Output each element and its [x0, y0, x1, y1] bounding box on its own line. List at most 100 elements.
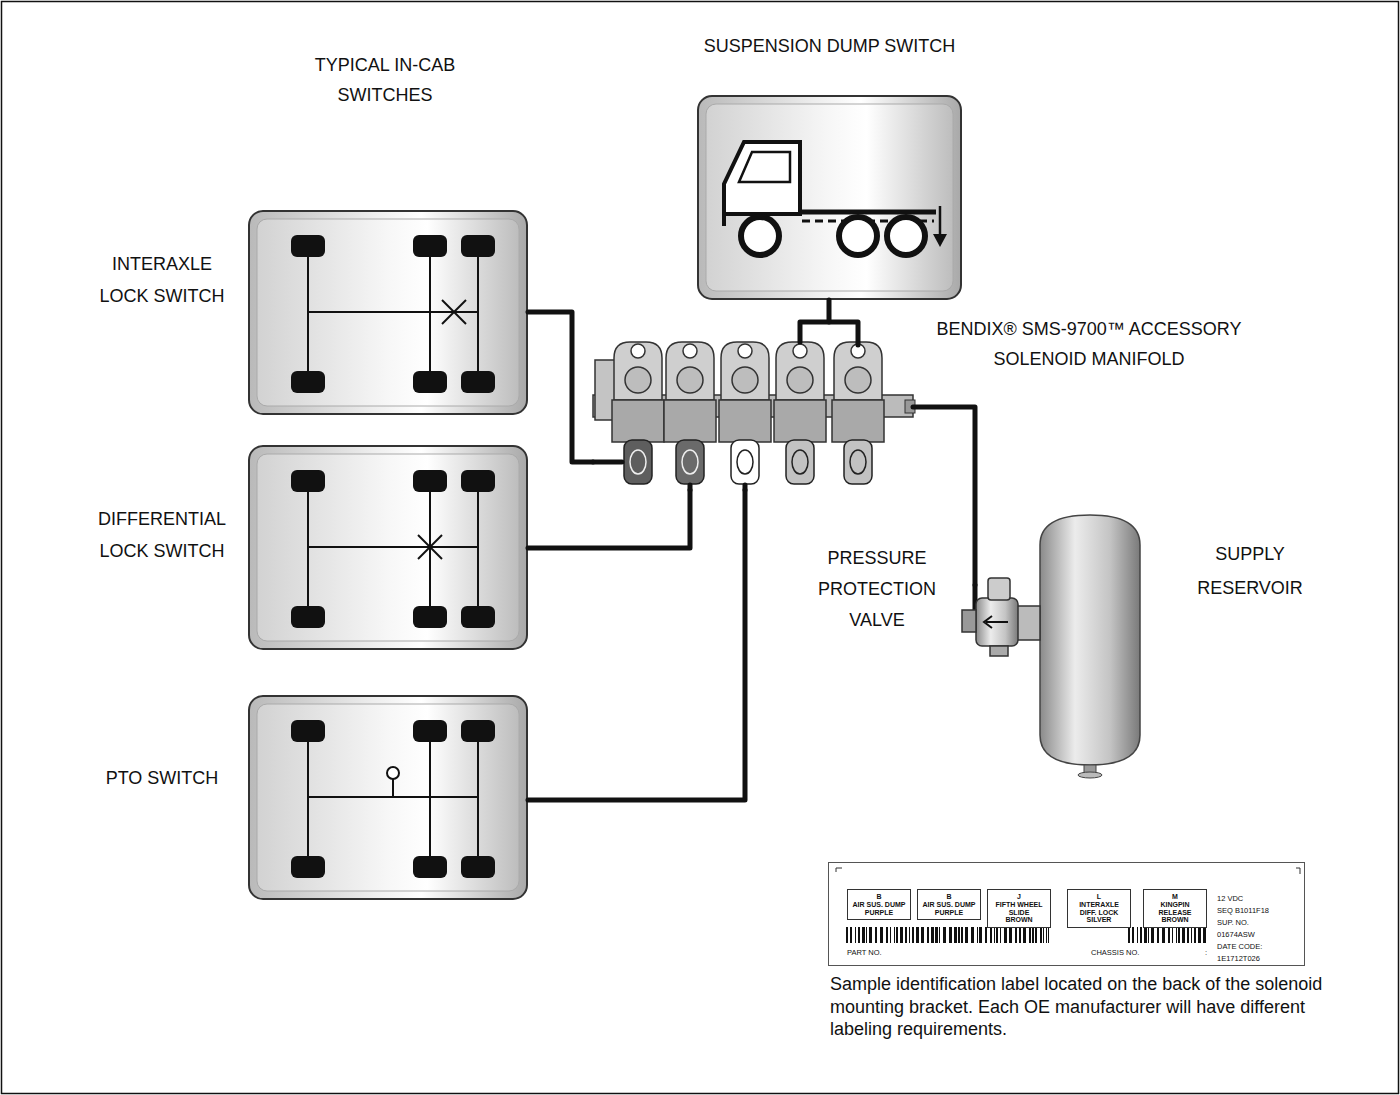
barcode: [855, 927, 856, 943]
barcode: [939, 927, 940, 943]
barcode: [850, 927, 852, 943]
switch-panel: [257, 454, 519, 641]
switch-panel: [442, 300, 466, 324]
truck-icon: [800, 210, 936, 215]
barcode: [921, 927, 924, 943]
truck-icon: [739, 152, 790, 182]
wire: [528, 490, 745, 800]
tag-text: AIR SUS. DUMP: [920, 901, 978, 909]
switch-panel: INTERAXLE LOCK SWITCH: [248, 210, 528, 415]
pressure-protection-valve: [1016, 606, 1040, 640]
solenoid-tag: LINTERAXLE DIFF. LOCKSILVER: [1067, 889, 1131, 928]
switch-panel: [706, 104, 953, 291]
solenoid-plug: [786, 440, 814, 484]
label-field: 12 VDC: [1217, 893, 1243, 905]
barcode: [866, 927, 867, 943]
solenoid-tag: BAIR SUS. DUMPPURPLE: [917, 889, 981, 920]
label-field: SEQ B1011F18: [1217, 905, 1269, 917]
barcode: [990, 927, 992, 943]
barcode: [943, 927, 946, 943]
barcode: [1015, 927, 1017, 943]
switch-panel: [291, 470, 495, 628]
barcode: [996, 927, 998, 943]
label-field: 1E1712T026: [1217, 953, 1260, 965]
pressure-protection-valve: [990, 646, 1008, 656]
wire: [528, 312, 593, 462]
label-field: SUP. NO.: [1217, 917, 1249, 929]
pressure-protection-valve: PRESSURE PROTECTION VALVE: [958, 585, 1040, 655]
switch-panel: [257, 704, 519, 891]
switch-panel: [249, 211, 527, 414]
solenoid-tag: BAIR SUS. DUMPPURPLE: [847, 889, 911, 920]
barcode: [890, 927, 891, 943]
switch-panel: [442, 300, 466, 324]
switch-panel: [249, 696, 527, 899]
barcode: [1140, 927, 1142, 943]
tag-text: J: [990, 893, 1048, 901]
switch-panel: PTO SWITCH: [248, 695, 528, 900]
pressure-protection-valve: [976, 598, 1018, 646]
barcode: [979, 927, 982, 943]
barcode: [1023, 927, 1026, 943]
switch-panel: [387, 767, 399, 779]
wire: [800, 300, 829, 342]
switch-panel: [249, 696, 527, 899]
tag-text: INTERAXLE DIFF. LOCK: [1070, 901, 1128, 917]
pressure-protection-valve: [988, 578, 1010, 600]
switch-panel: [249, 446, 527, 649]
barcode: [927, 927, 929, 943]
barcode: [1176, 927, 1177, 943]
solenoid-plug: [844, 440, 872, 484]
solenoid-plug: [737, 450, 753, 474]
switch-panel: [257, 219, 519, 406]
barcode: [1157, 927, 1159, 943]
solenoid-manifold: [774, 342, 826, 442]
solenoid-tag: MKINGPIN RELEASEBROWN: [1143, 889, 1207, 928]
wire: [528, 490, 690, 548]
barcode: [900, 927, 903, 943]
solenoid-plug: [850, 450, 866, 474]
truck-icon: [839, 217, 877, 255]
tag-text: KINGPIN RELEASE: [1146, 901, 1204, 917]
component-label: PRESSURE PROTECTION VALVE: [806, 543, 948, 636]
barcode: [880, 927, 883, 943]
id-label-card: [828, 862, 1305, 966]
truck-icon: [933, 234, 947, 247]
switch-panel: [698, 96, 961, 299]
supply-reservoir: [1040, 515, 1140, 778]
barcode: [1132, 927, 1134, 943]
barcode: [1000, 927, 1001, 943]
wire: [829, 322, 858, 345]
barcode: [1198, 927, 1201, 943]
switch-panel: [249, 211, 527, 414]
tag-text: M: [1146, 893, 1204, 901]
id-label-card: [828, 862, 1305, 966]
tag-text: PURPLE: [850, 909, 908, 917]
solenoid-plug: [630, 450, 646, 474]
barcode: [971, 927, 974, 943]
switch-panel: [418, 535, 442, 559]
solenoid-manifold: [832, 342, 884, 442]
barcode: [994, 927, 995, 943]
barcode: [1009, 927, 1012, 943]
barcode: [894, 927, 895, 943]
barcode: [931, 927, 934, 943]
solenoid-manifold: BENDIX® SMS-9700™ ACCESSORY SOLENOID MAN…: [593, 342, 913, 490]
barcode: [869, 927, 872, 943]
barcode: [1046, 927, 1047, 943]
label-field: DATE CODE:: [1217, 941, 1262, 953]
truck-icon: [939, 206, 942, 236]
barcode: [961, 927, 963, 943]
barcode: [977, 927, 978, 943]
switch-panel: [418, 535, 442, 559]
wire: [593, 460, 622, 465]
barcode: [912, 927, 914, 943]
barcode: [1191, 927, 1192, 943]
component-label: BENDIX® SMS-9700™ ACCESSORY SOLENOID MAN…: [923, 314, 1255, 374]
label-field: CHASSIS NO.: [1091, 947, 1139, 959]
barcode: [1162, 927, 1165, 943]
barcode: [1040, 927, 1042, 943]
barcode: [886, 927, 888, 943]
switch-panel: [291, 235, 495, 393]
